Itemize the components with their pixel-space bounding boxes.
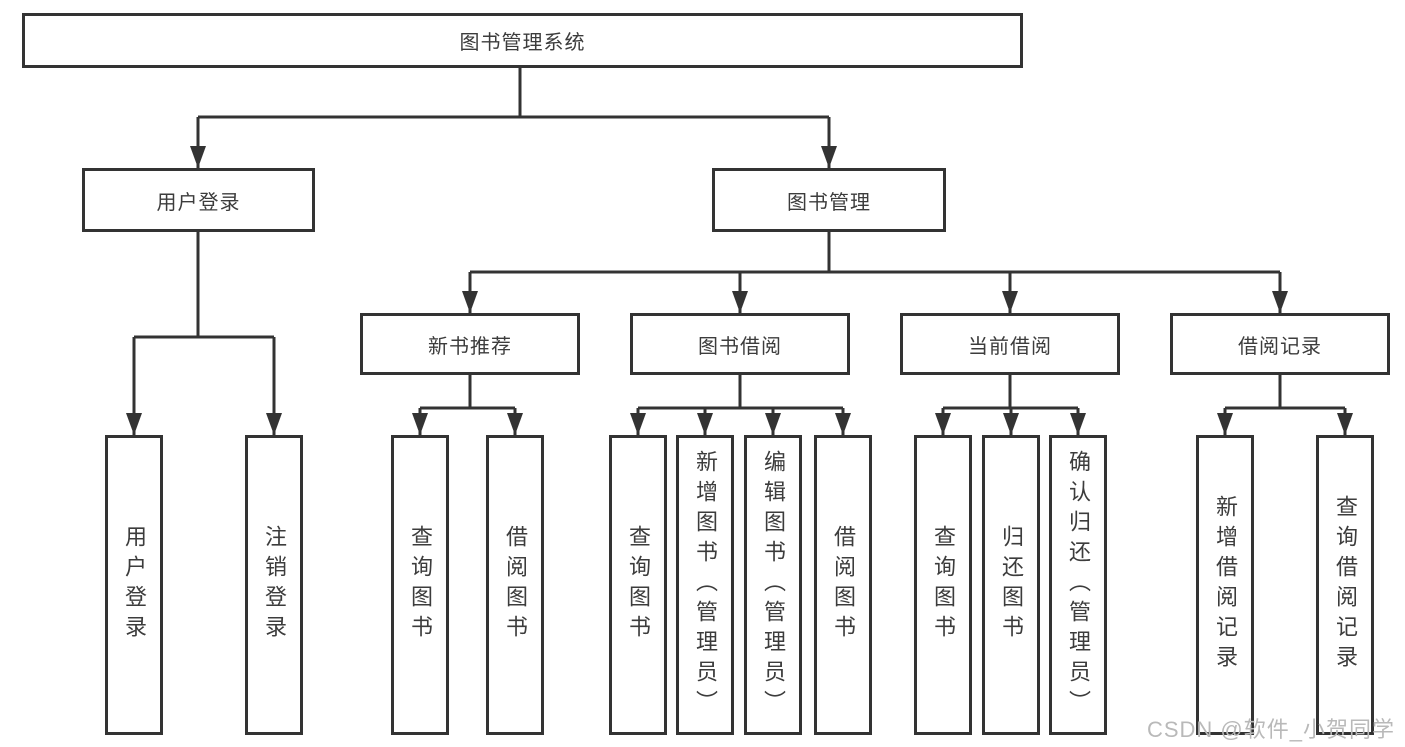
arrowhead-down-icon	[697, 413, 713, 435]
node-label: 归还图书	[999, 525, 1024, 645]
leaf-borrow-books: 借阅图书	[814, 435, 872, 735]
node-label: 新增借阅记录	[1213, 495, 1238, 675]
node-label: 编辑图书（管理员）	[761, 450, 786, 720]
node-label: 查询借阅记录	[1333, 495, 1358, 675]
arrowhead-down-icon	[126, 413, 142, 435]
node-label: 图书借阅	[698, 335, 782, 358]
connector-borrow-to-leaves	[636, 375, 845, 435]
node-borrowing-records: 借阅记录	[1170, 313, 1390, 375]
leaf-edit-books-admin: 编辑图书（管理员）	[744, 435, 802, 735]
leaf-add-borrow-record: 新增借阅记录	[1196, 435, 1254, 735]
node-current-borrowing: 当前借阅	[900, 313, 1120, 375]
connector-records-to-leaves	[1223, 375, 1347, 435]
arrowhead-down-icon	[1217, 413, 1233, 435]
leaf-borrow-books: 借阅图书	[486, 435, 544, 735]
leaf-return-books: 归还图书	[982, 435, 1040, 735]
node-label: 图书管理系统	[459, 32, 586, 54]
node-user-login: 用户登录	[82, 168, 315, 232]
node-label: 新增图书（管理员）	[693, 450, 718, 720]
node-system-root: 图书管理系统	[22, 13, 1023, 68]
leaf-query-books: 查询图书	[609, 435, 667, 735]
connector-root-to-level2	[196, 68, 831, 168]
connector-bookmgmt-to-level3	[468, 232, 1282, 313]
leaf-query-books: 查询图书	[914, 435, 972, 735]
arrowhead-down-icon	[630, 413, 646, 435]
arrowhead-down-icon	[1272, 291, 1288, 313]
node-label: 查询图书	[626, 525, 651, 645]
leaf-confirm-return-admin: 确认归还（管理员）	[1049, 435, 1107, 735]
arrowhead-down-icon	[1337, 413, 1353, 435]
node-book-borrowing: 图书借阅	[630, 313, 850, 375]
node-label: 借阅图书	[831, 525, 856, 645]
node-book-management: 图书管理	[712, 168, 946, 232]
leaf-add-books-admin: 新增图书（管理员）	[676, 435, 734, 735]
leaf-query-borrow-record: 查询借阅记录	[1316, 435, 1374, 735]
node-label: 借阅图书	[503, 525, 528, 645]
arrowhead-down-icon	[935, 413, 951, 435]
node-label: 查询图书	[931, 525, 956, 645]
node-label: 确认归还（管理员）	[1066, 450, 1091, 720]
leaf-user-login: 用户登录	[105, 435, 163, 735]
arrowhead-down-icon	[266, 413, 282, 435]
leaf-logout: 注销登录	[245, 435, 303, 735]
node-label: 借阅记录	[1238, 335, 1322, 358]
leaf-query-books: 查询图书	[391, 435, 449, 735]
arrowhead-down-icon	[507, 413, 523, 435]
arrowhead-down-icon	[732, 291, 748, 313]
arrowhead-down-icon	[190, 146, 206, 168]
node-new-book-recommend: 新书推荐	[360, 313, 580, 375]
arrowhead-down-icon	[1002, 291, 1018, 313]
connector-newbook-to-leaves	[418, 375, 517, 435]
node-label: 用户登录	[122, 525, 147, 645]
arrowhead-down-icon	[765, 413, 781, 435]
arrowhead-down-icon	[462, 291, 478, 313]
arrowhead-down-icon	[821, 146, 837, 168]
arrowhead-down-icon	[1070, 413, 1086, 435]
node-label: 查询图书	[408, 525, 433, 645]
arrowhead-down-icon	[835, 413, 851, 435]
node-label: 图书管理	[787, 191, 871, 214]
node-label: 新书推荐	[428, 335, 512, 358]
arrowhead-down-icon	[1003, 413, 1019, 435]
node-label: 注销登录	[262, 525, 287, 645]
csdn-watermark: CSDN @软件_小贺同学	[1146, 717, 1395, 742]
node-label: 用户登录	[156, 191, 241, 214]
connector-login-to-leaves	[132, 232, 276, 435]
node-label: 当前借阅	[968, 335, 1052, 358]
arrowhead-down-icon	[412, 413, 428, 435]
